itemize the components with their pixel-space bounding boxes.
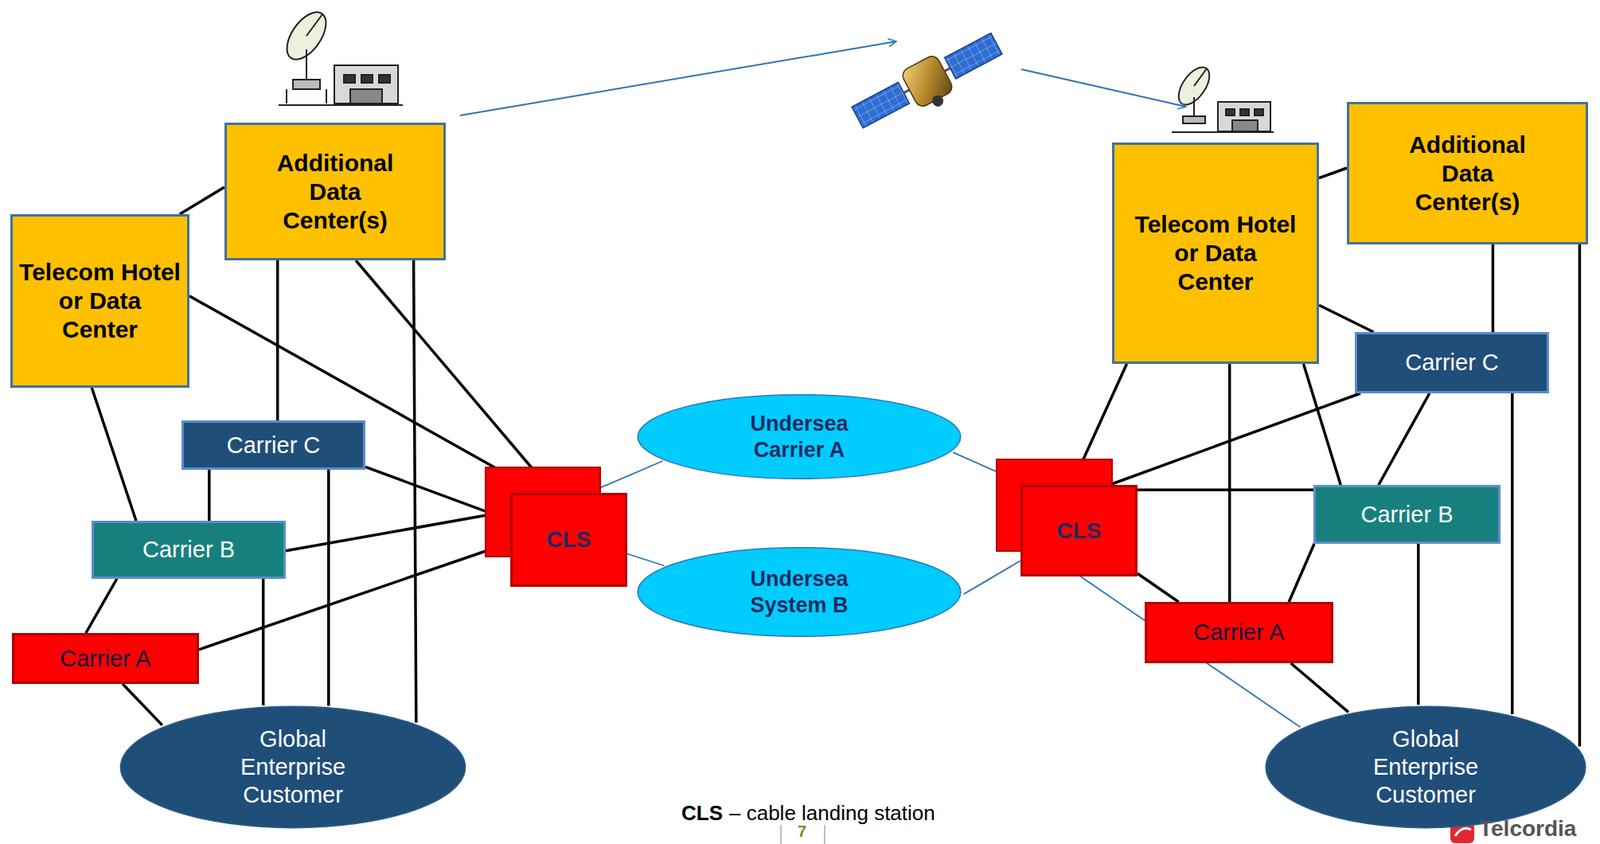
- footer-rule: [823, 824, 826, 844]
- network-link: [91, 387, 137, 521]
- network-link: [285, 511, 511, 551]
- network-link: [355, 260, 554, 493]
- legend-key: CLS: [681, 800, 723, 826]
- undersea-link: [963, 560, 1021, 594]
- network-link: [1510, 393, 1515, 715]
- network-link: [207, 469, 211, 521]
- network-link: [1491, 244, 1495, 332]
- carrier-box: Carrier B: [1313, 484, 1501, 544]
- network-link: [1319, 167, 1347, 179]
- cable-landing-station: CLS: [1020, 484, 1138, 577]
- node-label: Undersea System B: [715, 565, 883, 618]
- node-label: Carrier A: [1193, 618, 1284, 647]
- network-link: [179, 187, 225, 215]
- ground-station-icon: [278, 5, 403, 106]
- data-center-box: Additional Data Center(s): [1346, 101, 1589, 245]
- network-link: [276, 260, 280, 421]
- carrier-box: Carrier C: [1354, 331, 1550, 394]
- footer-rule: [780, 824, 782, 844]
- legend-text: – cable landing station: [729, 800, 936, 826]
- network-link: [1578, 244, 1582, 746]
- undersea-system: Undersea System B: [634, 546, 964, 638]
- network-link: [413, 260, 417, 723]
- node-label: Additional Data Center(s): [253, 148, 418, 235]
- network-link: [1137, 488, 1314, 492]
- node-label: CLS: [1057, 517, 1102, 545]
- carrier-box: Carrier B: [91, 520, 286, 579]
- carrier-box: Carrier C: [181, 420, 366, 470]
- network-link: [1109, 393, 1361, 485]
- node-label: Additional Data Center(s): [1385, 130, 1550, 217]
- data-center-box: Telecom Hotel or Data Center: [1112, 142, 1320, 364]
- data-center-box: Telecom Hotel or Data Center: [10, 214, 190, 388]
- brand-name: Telcordia: [1479, 815, 1577, 843]
- network-link: [85, 578, 118, 633]
- network-link: [1416, 543, 1421, 705]
- uplink-arrow: [460, 41, 897, 116]
- node-label: Carrier A: [59, 644, 151, 673]
- network-link: [261, 578, 266, 706]
- node-label: Carrier C: [1404, 348, 1499, 377]
- page-number: 7: [797, 821, 807, 841]
- network-link: [1291, 663, 1349, 712]
- ellipse-outline: [634, 546, 964, 638]
- network-link: [1319, 304, 1374, 332]
- network-link: [1228, 363, 1232, 602]
- node-label: CLS: [546, 526, 592, 554]
- network-link: [327, 469, 331, 707]
- network-link: [1378, 393, 1430, 485]
- network-link: [122, 683, 163, 726]
- node-label: Global Enterprise Customer: [1350, 725, 1502, 808]
- node-label: Carrier C: [226, 431, 321, 460]
- ellipse-outline: [634, 393, 964, 480]
- satellite-icon: [847, 26, 1010, 144]
- data-center-box: Additional Data Center(s): [224, 122, 446, 261]
- cable-landing-station: CLS: [510, 492, 628, 587]
- enterprise-customer: Global Enterprise Customer: [1262, 704, 1589, 830]
- network-link: [1303, 363, 1342, 485]
- undersea-link: [627, 554, 665, 566]
- carrier-box: Carrier A: [1144, 601, 1334, 664]
- downlink-arrow: [1021, 69, 1187, 107]
- node-label: Telecom Hotel or Data Center: [1134, 210, 1298, 297]
- node-label: Carrier B: [142, 535, 235, 564]
- node-label: Carrier B: [1360, 500, 1453, 529]
- node-label: Undersea Carrier A: [715, 410, 883, 463]
- ground-station-icon: [1171, 62, 1274, 133]
- carrier-box: Carrier A: [11, 632, 200, 684]
- node-label: Global Enterprise Customer: [217, 725, 369, 808]
- network-link: [1137, 573, 1179, 602]
- node-label: Telecom Hotel or Data Center: [18, 257, 182, 344]
- undersea-system: Undersea Carrier A: [634, 393, 964, 480]
- network-link: [1288, 543, 1315, 602]
- enterprise-customer: Global Enterprise Customer: [117, 704, 469, 830]
